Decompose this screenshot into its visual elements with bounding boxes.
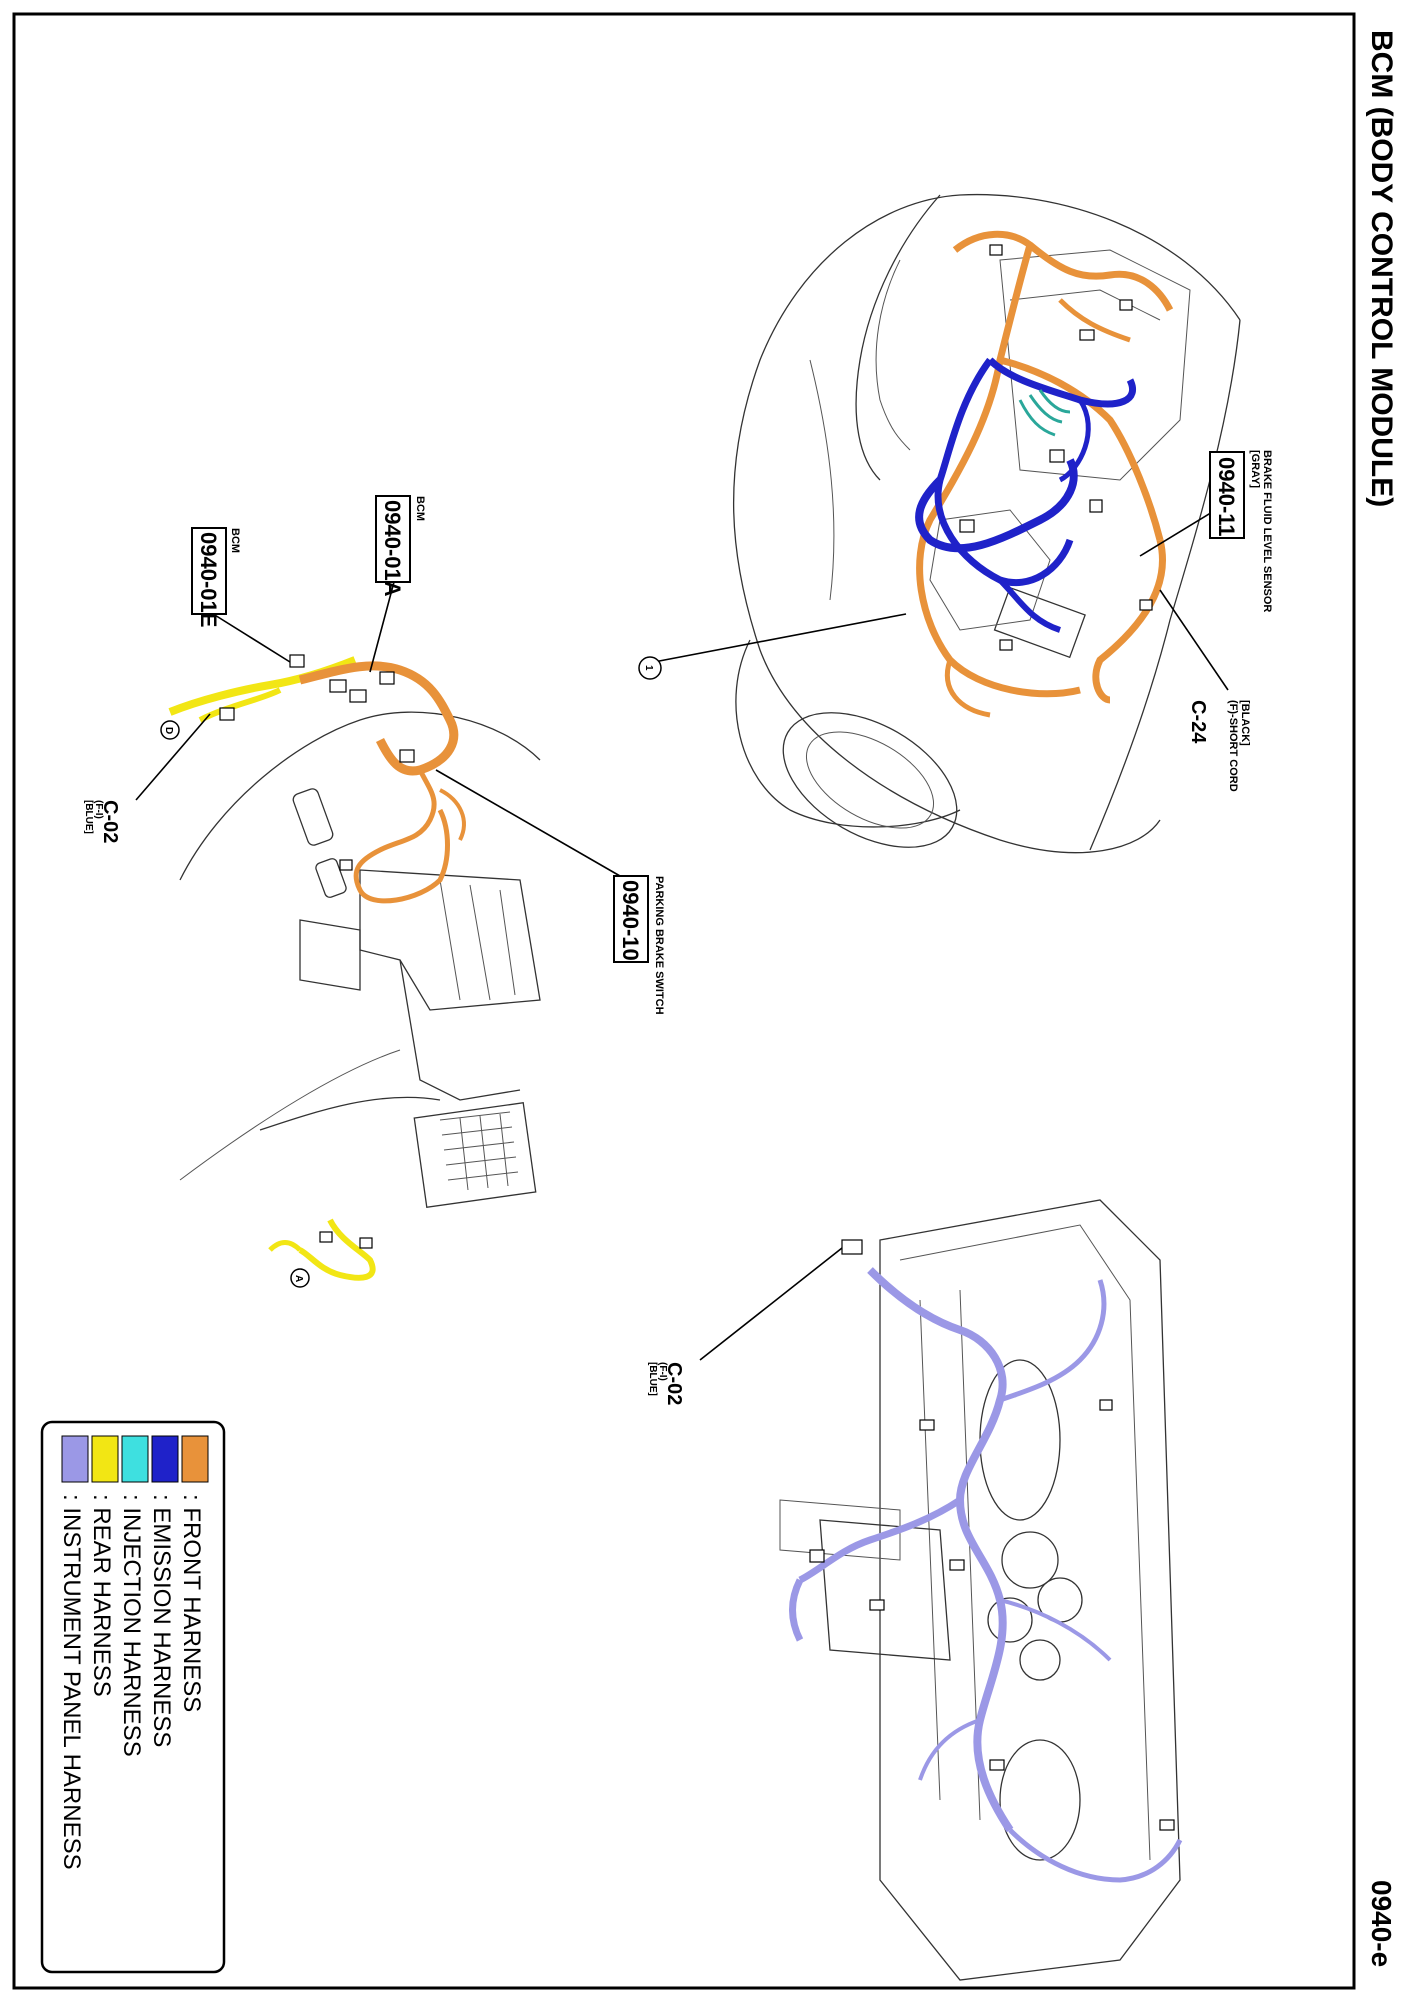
label-0940-11: 0940-11 [GRAY] BRAKE FLUID LEVEL SENSOR [1139,450,1273,612]
legend-swatch-front [181,1435,209,1483]
instrument-panel-connectors [809,1239,1175,1831]
legend-label-rear: : REAR HARNESS [88,1494,115,1697]
legend-swatch-instrument [61,1435,89,1483]
svg-text:BCM: BCM [229,528,241,553]
callout-a: A [290,1268,310,1288]
instrument-panel-harness [789,1267,1183,1883]
svg-text:(F-I): (F-I) [93,800,104,819]
label-c-02-panel: C-02 (F-I) [BLUE] [647,1247,843,1405]
svg-text:[BLUE]: [BLUE] [83,800,94,834]
legend-label-emission: : EMISSION HARNESS [148,1494,175,1747]
front-harness-engine [916,230,1174,718]
rear-harness-bcm [168,656,376,1281]
label-0940-01e: 0940-01E BCM [191,527,291,663]
bcm-connectors [219,654,415,1249]
label-c-02-bcm: C-02 (F-I) [BLUE] [83,713,211,843]
callout-1: 1 [638,613,907,680]
page-frame [12,12,1356,1990]
instrument-panel-drawing [779,1199,1181,1981]
legend-swatch-rear [91,1435,119,1483]
injection-harness-engine [1018,389,1071,437]
svg-text:0940-01A: 0940-01A [380,500,405,597]
svg-text:C-02: C-02 [663,1362,685,1405]
label-0940-10: 0940-10 PARKING BRAKE SWITCH [435,769,665,1015]
emission-harness-engine [915,357,1136,633]
svg-text:[BLACK]: [BLACK] [1239,700,1251,746]
engine-connectors [959,244,1153,651]
svg-text:0940-10: 0940-10 [618,880,643,961]
engine-compartment-drawing [733,193,1241,854]
page-code: 0940-e [1366,1880,1397,1967]
svg-text:(F)-SHORT CORD: (F)-SHORT CORD [1227,700,1239,792]
svg-text:C-02: C-02 [99,800,121,843]
svg-text:BRAKE FLUID LEVEL SENSOR: BRAKE FLUID LEVEL SENSOR [1261,450,1273,612]
legend-label-front: : FRONT HARNESS [178,1494,205,1712]
svg-text:[BLUE]: [BLUE] [647,1362,658,1396]
front-harness-bcm [298,661,466,904]
label-c-24: C-24 [BLACK] (F)-SHORT CORD [1159,589,1251,792]
legend-swatch-injection [121,1435,149,1483]
legend-label-injection: : INJECTION HARNESS [118,1494,145,1757]
legend-swatch-emission [151,1435,179,1483]
page-title: BCM (BODY CONTROL MODULE) [1365,30,1398,507]
legend-label-instrument: : INSTRUMENT PANEL HARNESS [58,1494,85,1870]
svg-text:D: D [163,727,174,734]
svg-text:[GRAY]: [GRAY] [1249,450,1261,488]
svg-text:C-24: C-24 [1187,700,1209,744]
svg-text:BCM: BCM [414,496,426,521]
svg-text:0940-01E: 0940-01E [196,532,221,627]
bcm-area-drawing [179,711,541,1208]
callout-d: D [160,720,180,740]
svg-text:PARKING BRAKE SWITCH: PARKING BRAKE SWITCH [653,876,665,1015]
svg-text:(F-I): (F-I) [657,1362,668,1381]
harness-legend: : FRONT HARNESS : EMISSION HARNESS : INJ… [40,1420,226,1974]
svg-text:A: A [293,1275,304,1282]
svg-text:0940-11: 0940-11 [1214,457,1239,537]
label-0940-01a: 0940-01A BCM [369,495,426,673]
svg-text:1: 1 [643,665,654,671]
